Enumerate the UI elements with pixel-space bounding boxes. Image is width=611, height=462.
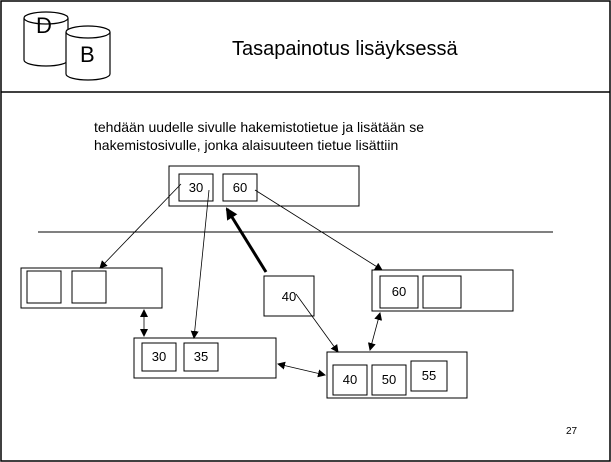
leaf-mid-cell-1	[141, 342, 177, 372]
leaf-right-cell-2	[422, 275, 462, 309]
new-leaf-key-1: 40	[342, 372, 358, 387]
db-logo-icon	[23, 11, 111, 81]
leaf-mid-key-2: 35	[193, 349, 209, 364]
root-key-1: 30	[188, 180, 204, 195]
slide-title: Tasapainotus lisäyksessä	[232, 38, 458, 60]
leaf-mid-key-1: 30	[151, 349, 167, 364]
leaf-right-cell-1	[379, 275, 419, 309]
new-leaf-cell-1	[332, 364, 368, 396]
logo-letter-b: B	[80, 42, 95, 67]
arrow-root-to-right	[254, 189, 383, 271]
new-leaf-cell-2	[371, 364, 407, 396]
leaf-mid-cell-2	[183, 342, 219, 372]
arrow-root-to-mid	[190, 189, 210, 339]
leaf-left-cell-2	[71, 270, 107, 304]
body-text-line-2: hakemistosivulle, jonka alaisuuteen tiet…	[94, 137, 399, 153]
new-record-key: 40	[281, 289, 297, 304]
new-leaf-key-3: 55	[421, 368, 437, 383]
link-newleaf-right	[367, 312, 383, 351]
new-index-record	[263, 275, 315, 317]
root-key-2: 60	[232, 180, 248, 195]
leaf-left-cell-1	[26, 270, 62, 304]
logo-letter-d: D	[36, 13, 52, 38]
page-number: 27	[566, 426, 578, 437]
link-mid-newleaf	[277, 361, 326, 378]
new-leaf-key-2: 50	[381, 372, 397, 387]
body-text-line-1: tehdään uudelle sivulle hakemistotietue …	[94, 119, 424, 135]
insert-arrow	[225, 207, 268, 273]
root-key-cell-2	[222, 173, 258, 202]
arrow-record-to-leaf	[295, 293, 339, 353]
leaf-right-key-1: 60	[391, 284, 407, 299]
arrow-root-to-left	[99, 183, 182, 269]
root-key-cell-1	[178, 173, 214, 202]
new-leaf-cell-3	[410, 360, 448, 392]
